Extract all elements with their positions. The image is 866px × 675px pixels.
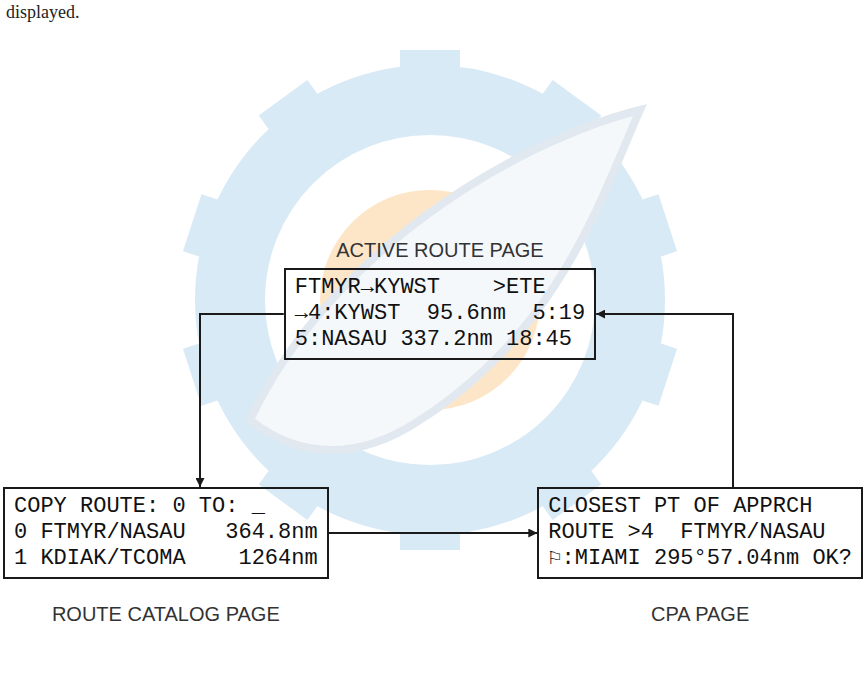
gear-tooth bbox=[259, 80, 337, 156]
lcd-line: ROUTE >4 FTMYR/NASAU bbox=[548, 520, 852, 546]
route-catalog-page: COPY ROUTE: 0 TO: _0 FTMYR/NASAU 364.8nm… bbox=[3, 487, 329, 579]
gear-tooth bbox=[183, 333, 249, 406]
lcd-line: ⚐:MIAMI 295°57.04nm OK? bbox=[548, 546, 852, 572]
gear-tooth bbox=[611, 333, 677, 406]
gear-teeth bbox=[183, 50, 677, 550]
cpa-page: CLOSEST PT OF APPRCHROUTE >4 FTMYR/NASAU… bbox=[537, 487, 863, 579]
lcd-line: COPY ROUTE: 0 TO: _ bbox=[14, 494, 318, 520]
caption-fragment: displayed. bbox=[6, 2, 80, 23]
lcd-line: 0 FTMYR/NASAU 364.8nm bbox=[14, 520, 318, 546]
lcd-line: 1 KDIAK/TCOMA 1264nm bbox=[14, 546, 318, 572]
flow-arrow bbox=[200, 314, 284, 487]
lcd-line: 5:NASAU 337.2nm 18:45 bbox=[295, 327, 585, 353]
lcd-line: CLOSEST PT OF APPRCH bbox=[548, 494, 852, 520]
gear-tooth bbox=[611, 194, 677, 267]
gear-tooth bbox=[259, 444, 337, 520]
flow-arrow bbox=[596, 314, 733, 487]
lcd-line: FTMYR→KYWST >ETE bbox=[295, 275, 585, 301]
page-title: ROUTE CATALOG PAGE bbox=[52, 603, 280, 626]
gear-tooth bbox=[400, 50, 460, 100]
fish-shape bbox=[250, 110, 640, 450]
lcd-line: →4:KYWST 95.6nm 5:19 bbox=[295, 301, 585, 327]
page-title: CPA PAGE bbox=[651, 603, 749, 626]
gear-tooth bbox=[183, 194, 249, 267]
flow-arrow bbox=[329, 532, 538, 534]
gear-tooth bbox=[400, 500, 460, 550]
gear-logo bbox=[183, 50, 677, 550]
page-title: ACTIVE ROUTE PAGE bbox=[336, 239, 543, 262]
active-route-page: ACTIVE ROUTE PAGEFTMYR→KYWST >ETE→4:KYWS… bbox=[284, 268, 596, 360]
